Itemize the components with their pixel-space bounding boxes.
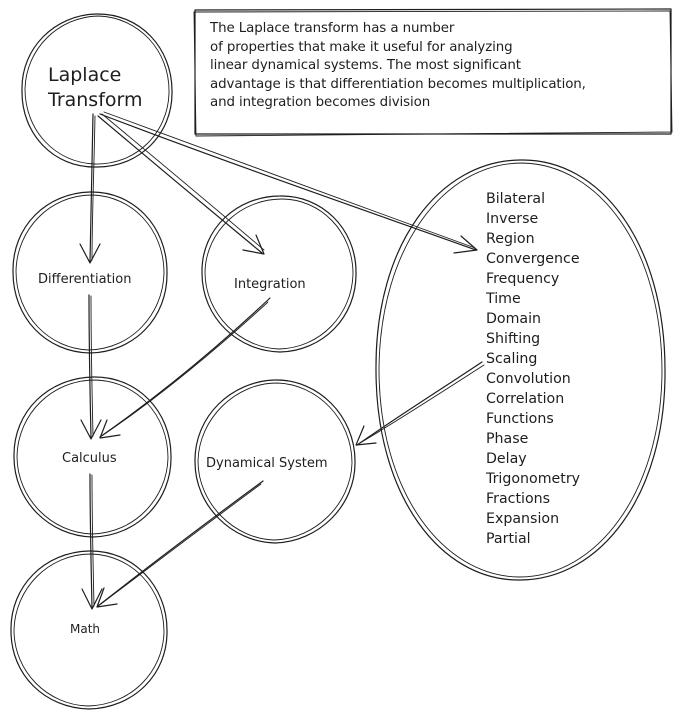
keyword-item: Correlation bbox=[486, 391, 565, 407]
keyword-item: Shifting bbox=[486, 331, 541, 347]
keyword-item: Convergence bbox=[486, 251, 580, 267]
note-line: advantage is that differentiation become… bbox=[210, 76, 586, 92]
integration-label: Integration bbox=[234, 277, 306, 292]
note-box[interactable] bbox=[193, 8, 673, 137]
keyword-item: Functions bbox=[486, 411, 554, 427]
edge-integration-to-calculus bbox=[99, 297, 271, 439]
note-text: The Laplace transform has a number of pr… bbox=[210, 20, 665, 113]
integration-node[interactable]: Integration bbox=[201, 195, 357, 353]
keyword-item: Partial bbox=[486, 531, 531, 547]
laplace-transform-node[interactable]: Laplace Transform bbox=[21, 13, 173, 168]
keyword-item: Bilateral bbox=[486, 191, 546, 207]
keyword-item: Expansion bbox=[486, 511, 560, 527]
keyword-item: Frequency bbox=[486, 271, 560, 287]
edge-dynamical-system-to-math bbox=[96, 480, 264, 608]
dynamical-system-label: Dynamical System bbox=[206, 456, 328, 471]
laplace-label-line2: Transform bbox=[47, 89, 143, 111]
keyword-item: Time bbox=[486, 291, 521, 307]
laplace-label-line1: Laplace bbox=[48, 64, 121, 86]
edge-keywords-to-dynamical-system bbox=[355, 361, 485, 446]
note-line: of properties that make it useful for an… bbox=[210, 39, 513, 55]
calculus-label: Calculus bbox=[62, 451, 117, 466]
edge-calculus-to-math bbox=[81, 473, 103, 610]
keyword-item: Domain bbox=[486, 311, 542, 327]
keyword-item: Phase bbox=[486, 431, 529, 447]
keyword-item: Fractions bbox=[486, 491, 551, 507]
keyword-item: Scaling bbox=[486, 351, 538, 367]
math-label: Math bbox=[70, 622, 100, 636]
differentiation-node[interactable]: Differentiation bbox=[12, 191, 168, 354]
edge-laplace-to-differentiation bbox=[79, 113, 101, 264]
keywords-ellipse[interactable] bbox=[375, 159, 666, 581]
note-line: linear dynamical systems. The most signi… bbox=[210, 58, 521, 74]
keyword-item: Trigonometry bbox=[486, 471, 581, 487]
note-line: The Laplace transform has a number bbox=[210, 21, 455, 36]
keyword-item: Inverse bbox=[486, 211, 539, 227]
keywords-list: Bilateral Inverse Region Convergence Fre… bbox=[486, 189, 580, 549]
dynamical-system-node[interactable]: Dynamical System bbox=[194, 379, 356, 544]
note-line: and integration becomes division bbox=[210, 95, 431, 111]
keyword-item: Delay bbox=[486, 451, 527, 467]
keyword-item: Convolution bbox=[486, 371, 571, 387]
edge-laplace-to-keywords bbox=[99, 111, 478, 254]
edge-differentiation-to-calculus bbox=[80, 294, 102, 440]
math-node[interactable]: Math bbox=[10, 550, 168, 710]
keyword-item: Region bbox=[486, 231, 535, 247]
edge-laplace-to-integration bbox=[97, 113, 265, 255]
differentiation-label: Differentiation bbox=[38, 272, 131, 287]
